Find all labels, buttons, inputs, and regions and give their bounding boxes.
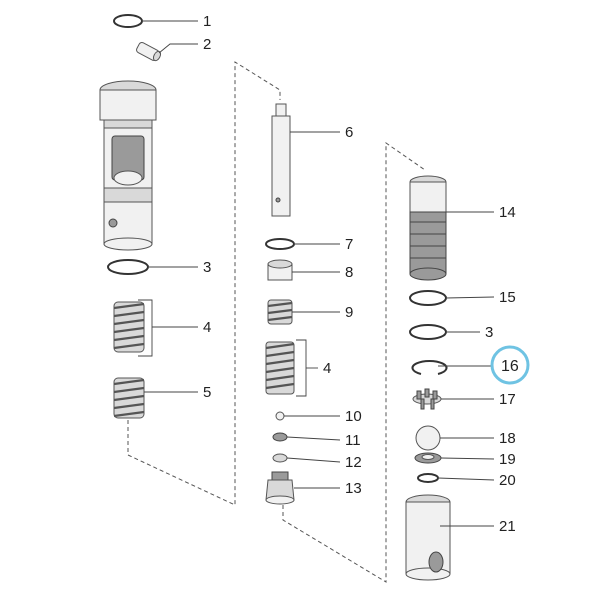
callout-label: 1 [203,13,211,30]
o-ring-part-15 [409,290,447,306]
pump-housing [99,80,157,251]
callout-label: 14 [499,204,516,221]
spring-part-5 [113,377,145,419]
leader-lines [138,20,495,527]
o-ring-part-1 [113,14,143,28]
housing-part-21 [405,494,451,581]
callout-label-highlighted: 16 [501,358,519,375]
washer-part-7 [265,238,295,250]
bushing-part-8 [267,259,293,281]
retaining-ring-part-16 [411,359,448,375]
callout-label: 18 [499,430,516,447]
callout-label: 4 [203,319,211,336]
piston-rod-part-6 [271,103,291,217]
callout-label: 7 [345,236,353,253]
callout-label: 11 [345,432,361,449]
callout-label: 3 [203,259,211,276]
cylinder-part-14 [409,175,447,281]
callout-label: 15 [499,289,516,306]
callout-label: 17 [499,391,516,408]
callout-label: 12 [345,454,362,471]
seat-part-19 [414,452,442,464]
callout-label: 4 [323,360,331,377]
callout-label: 3 [485,324,493,341]
o-ring-part-3 [107,259,149,275]
callout-label: 20 [499,472,516,489]
o-ring-part-20 [417,473,439,483]
spring-stack-part-4-middle [265,341,295,395]
pin-part-2 [136,41,162,62]
assembly-guide-left [127,61,281,506]
ball-part-10 [275,411,285,421]
callout-label: 21 [499,518,516,535]
callout-labels: 1 2 3 4 5 6 7 8 9 4 10 11 12 13 14 15 3 … [203,13,519,535]
callout-label: 6 [345,124,353,141]
o-ring-part-3-right [409,324,447,340]
guide-part-17 [412,388,442,410]
assembly-guide-right [282,142,426,583]
ball-part-18 [415,425,441,451]
highlight-circle [490,345,530,385]
callout-label: 19 [499,451,516,468]
callout-label: 13 [345,480,362,497]
washer-part-12 [272,453,288,463]
nut-part-13 [265,471,295,505]
callout-label: 9 [345,304,353,321]
callout-label: 2 [203,36,211,53]
callout-label: 8 [345,264,353,281]
callout-label: 10 [345,408,362,425]
spring-stack-part-4 [113,301,145,353]
seat-part-11 [272,432,288,442]
spring-part-9 [267,299,293,325]
callout-label: 5 [203,384,211,401]
